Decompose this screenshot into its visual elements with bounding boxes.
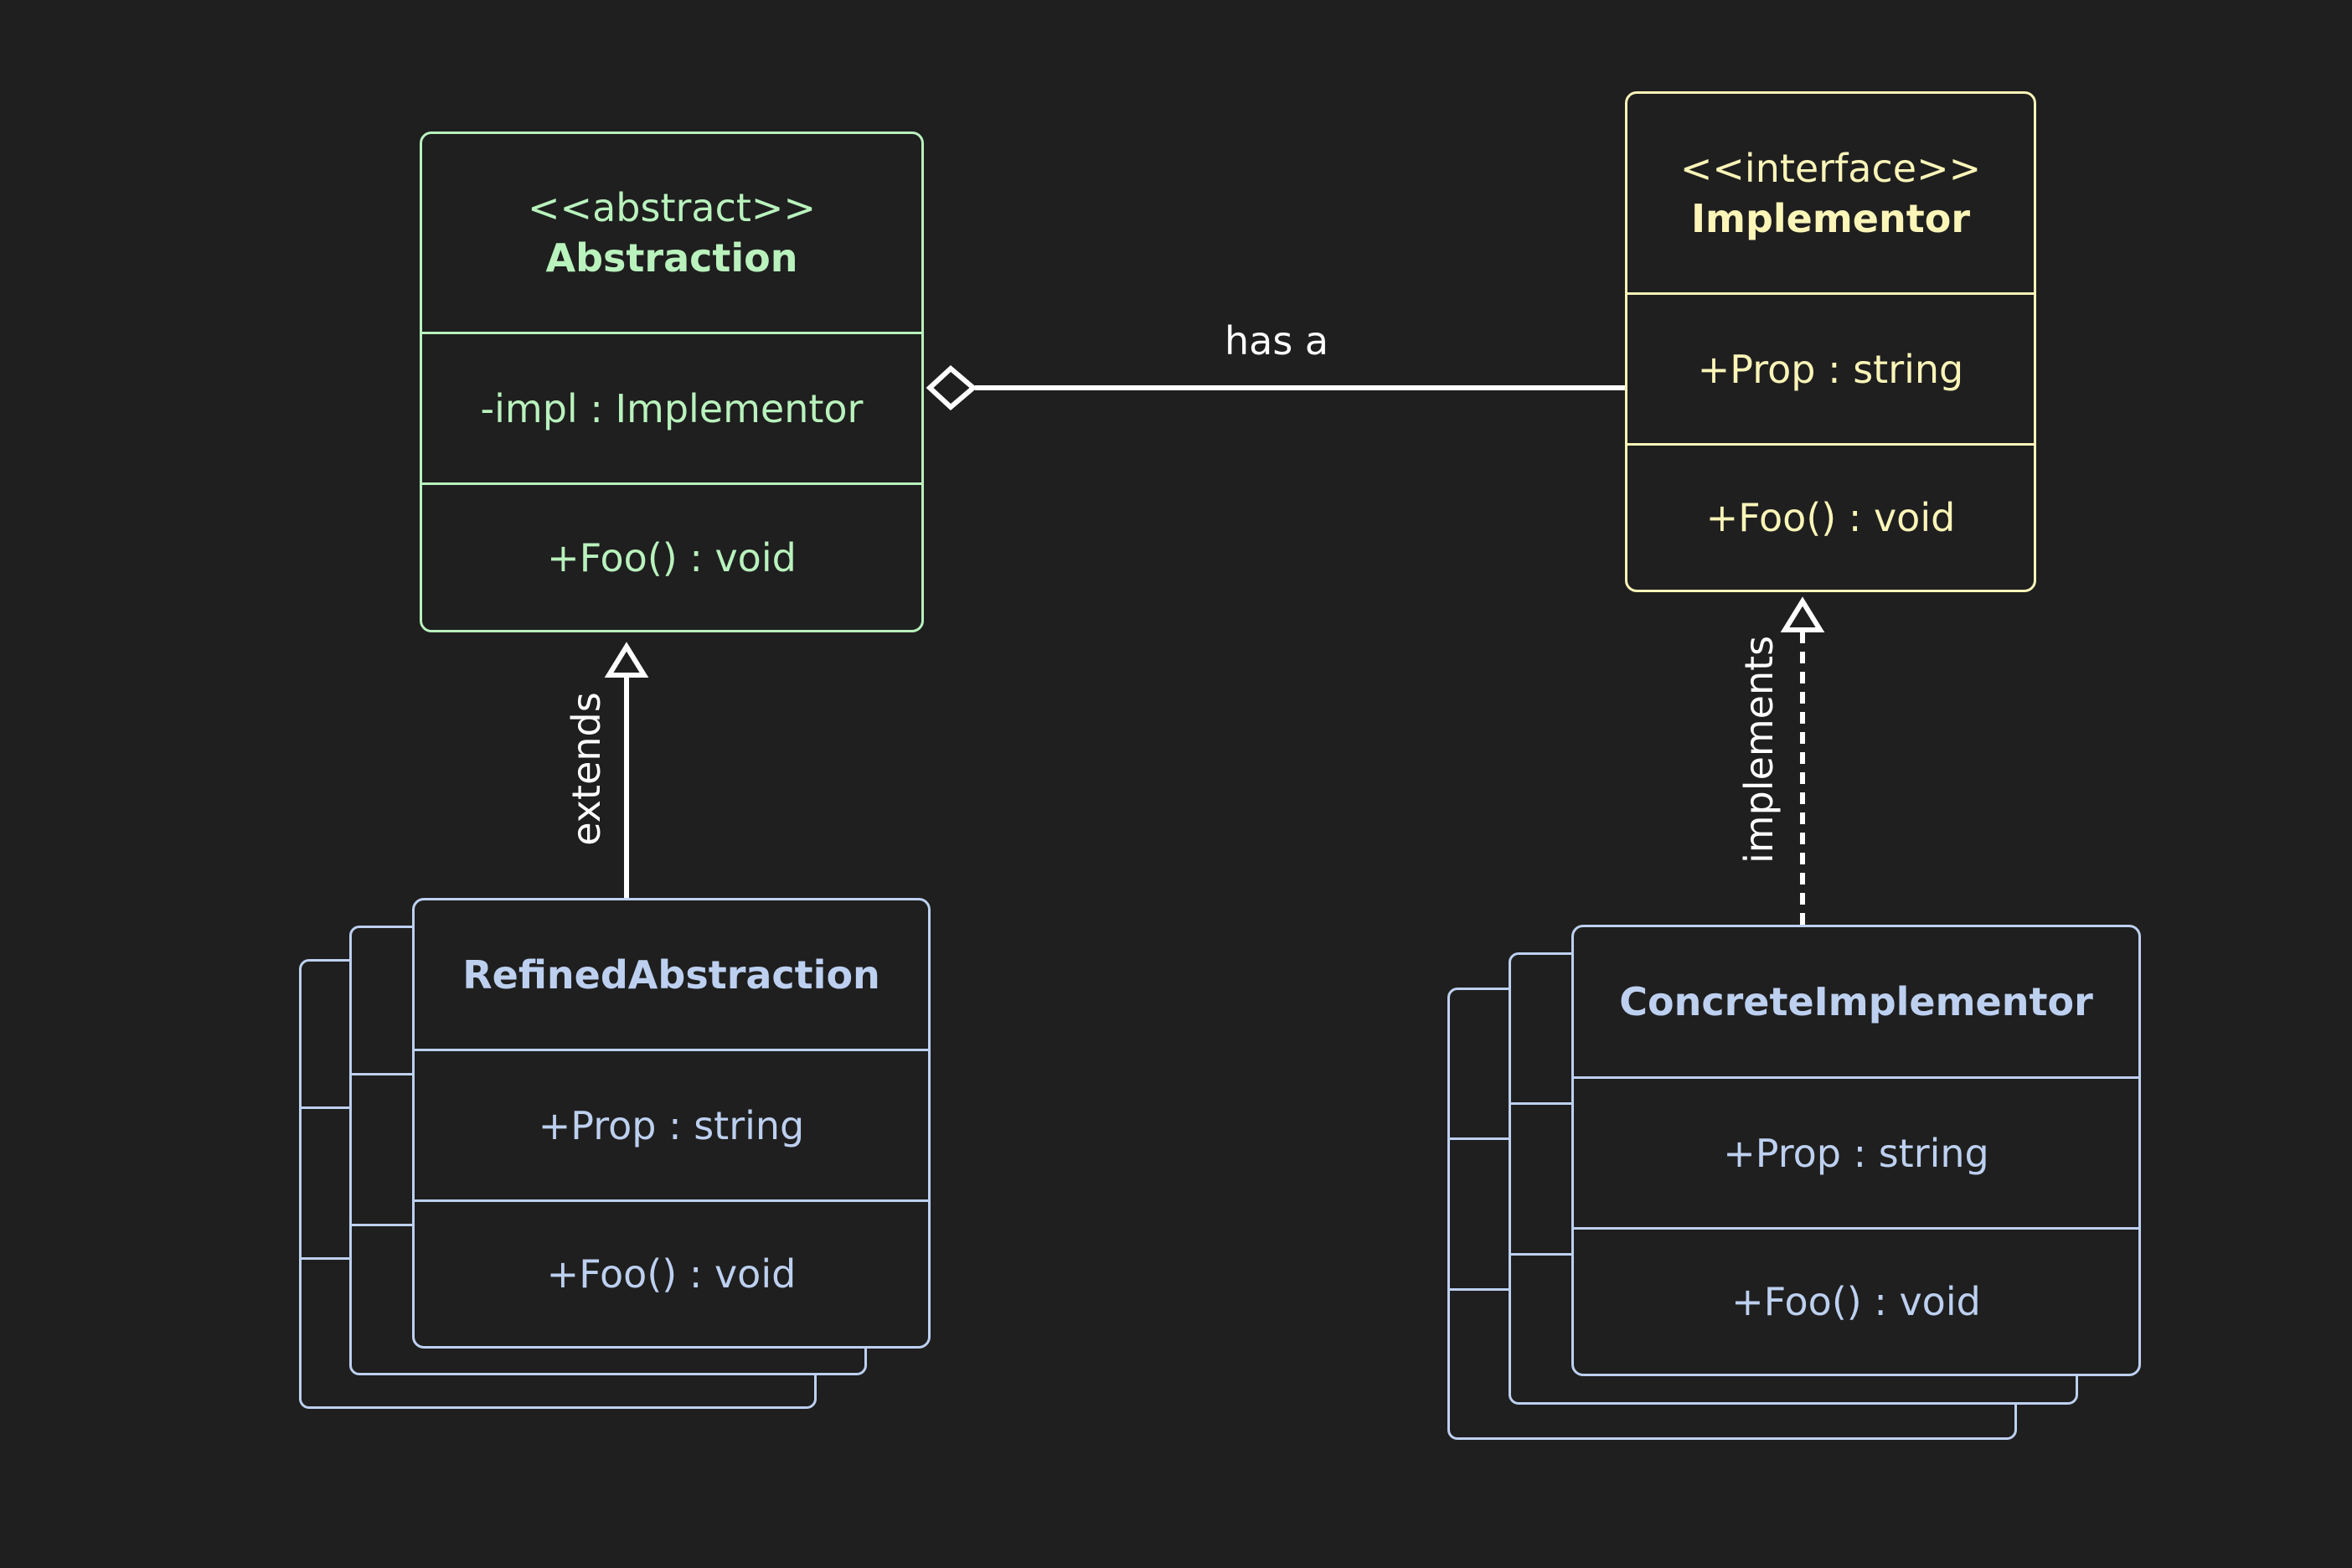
- aggregation-diamond: [926, 364, 977, 411]
- abstraction-name: Abstraction: [545, 235, 798, 281]
- implementor-header: <<interface>> Implementor: [1627, 94, 2034, 292]
- concrete-implementor-header: ConcreteImplementor: [1574, 927, 2138, 1076]
- extends-label: extends: [564, 692, 609, 846]
- concrete-implementor-attributes: +Prop : string: [1574, 1076, 2138, 1227]
- refined-abstraction-method: +Foo() : void: [546, 1251, 797, 1297]
- concrete-implementor-attribute: +Prop : string: [1723, 1130, 1989, 1176]
- concrete-implementor-class[interactable]: ConcreteImplementor +Prop : string +Foo(…: [1571, 925, 2141, 1376]
- implementor-interface[interactable]: <<interface>> Implementor +Prop : string…: [1625, 91, 2036, 592]
- abstraction-attribute: -impl : Implementor: [480, 385, 864, 431]
- concrete-implementor-methods: +Foo() : void: [1574, 1227, 2138, 1374]
- implementor-attribute: +Prop : string: [1697, 346, 1964, 392]
- implementor-stereotype: <<interface>>: [1679, 145, 1982, 191]
- abstraction-class[interactable]: <<abstract>> Abstraction -impl : Impleme…: [420, 132, 924, 632]
- refined-abstraction-attributes: +Prop : string: [415, 1049, 928, 1199]
- concrete-implementor-name: ConcreteImplementor: [1619, 979, 2093, 1024]
- refined-abstraction-header: RefinedAbstraction: [415, 900, 928, 1049]
- implements-label: implements: [1736, 635, 1782, 864]
- implementor-methods: +Foo() : void: [1627, 443, 2034, 590]
- implementor-method: +Foo() : void: [1705, 495, 1956, 540]
- refined-abstraction-attribute: +Prop : string: [538, 1102, 805, 1148]
- implementor-name: Implementor: [1690, 195, 1971, 241]
- aggregation-label: has a: [1225, 318, 1329, 364]
- abstraction-attributes: -impl : Implementor: [422, 332, 921, 482]
- refined-abstraction-name: RefinedAbstraction: [462, 952, 880, 998]
- implementor-attributes: +Prop : string: [1627, 292, 2034, 443]
- extends-arrowhead: [604, 642, 649, 678]
- refined-abstraction-methods: +Foo() : void: [415, 1199, 928, 1346]
- abstraction-method: +Foo() : void: [547, 534, 797, 580]
- abstraction-methods: +Foo() : void: [422, 482, 921, 630]
- concrete-implementor-method: +Foo() : void: [1731, 1279, 1981, 1324]
- abstraction-stereotype: <<abstract>>: [528, 185, 816, 230]
- abstraction-header: <<abstract>> Abstraction: [422, 134, 921, 332]
- implements-arrowhead: [1780, 596, 1825, 632]
- refined-abstraction-class[interactable]: RefinedAbstraction +Prop : string +Foo()…: [412, 898, 931, 1349]
